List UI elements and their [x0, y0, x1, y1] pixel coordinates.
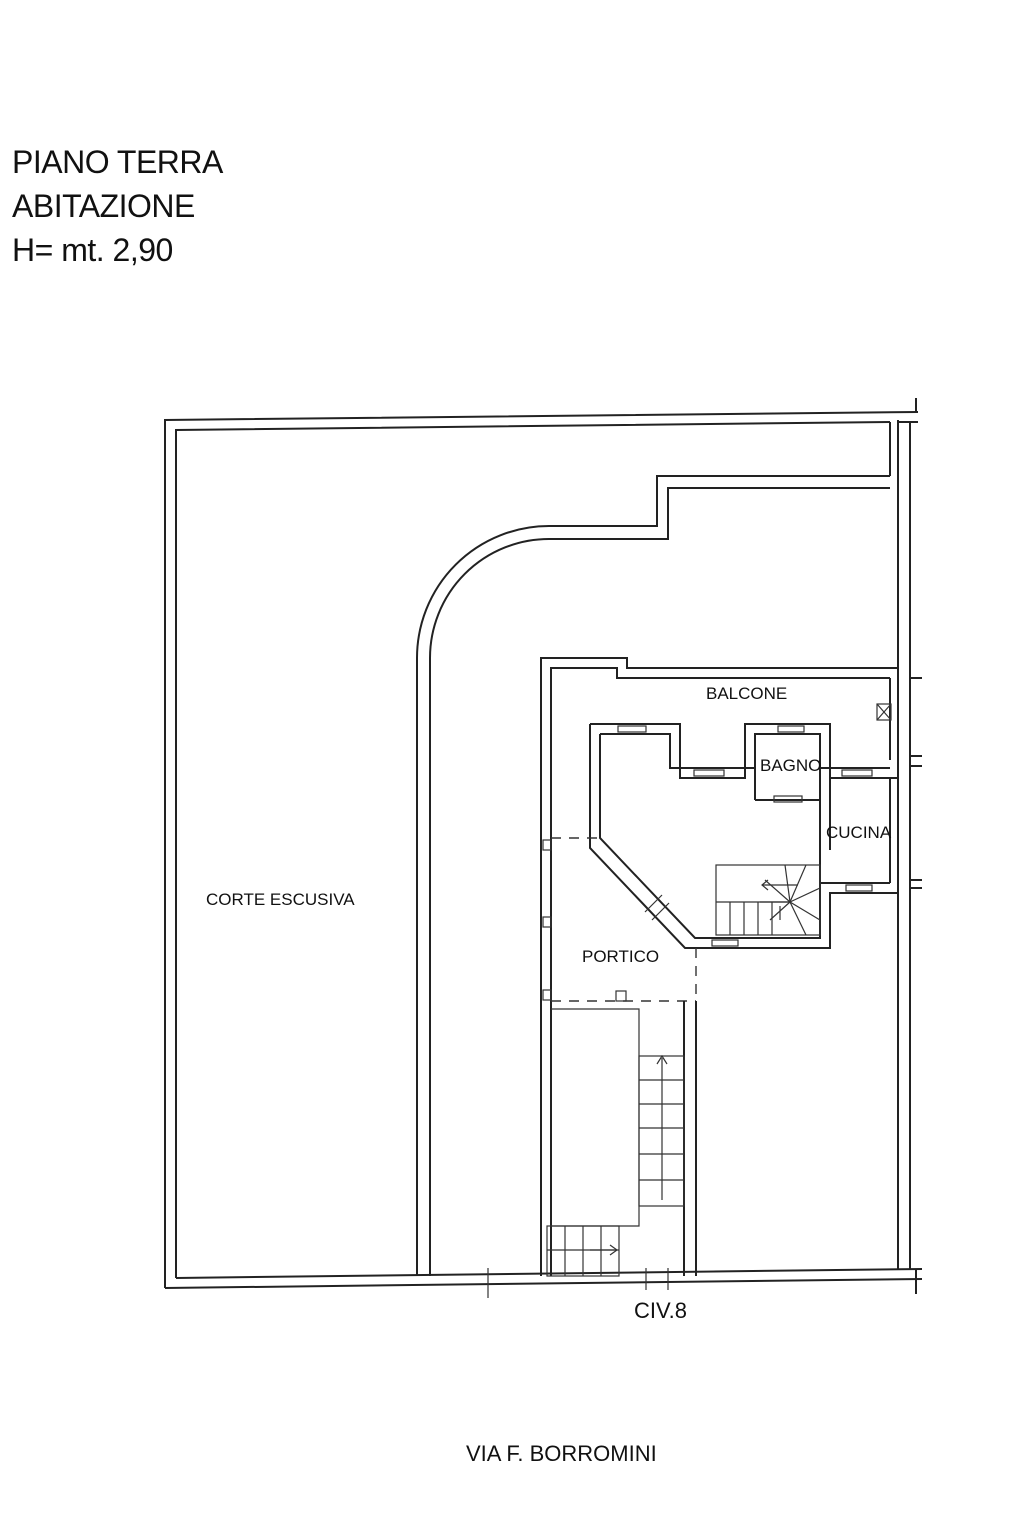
street-name: VIA F. BORROMINI: [466, 1441, 657, 1466]
stair-arrow: [761, 879, 798, 920]
label-bagno: BAGNO: [760, 756, 821, 775]
label-corte: CORTE ESCUSIVA: [206, 890, 355, 909]
house-walls: [540, 657, 898, 1276]
curved-garden-wall: [416, 475, 890, 1276]
label-cucina: CUCINA: [826, 823, 892, 842]
drawing-header: PIANO TERRA ABITAZIONE H= mt. 2,90: [12, 140, 223, 272]
label-balcone: BALCONE: [706, 684, 787, 703]
external-staircase: [546, 1001, 697, 1277]
unit-type: ABITAZIONE: [12, 188, 195, 224]
lot-boundary: [164, 398, 923, 1294]
internal-staircase: [715, 864, 821, 936]
portico-boundaries: [542, 837, 697, 1002]
gate-marks: [487, 1268, 669, 1298]
civic-number: CIV.8: [634, 1298, 687, 1323]
label-portico: PORTICO: [582, 947, 659, 966]
window-marks: [617, 725, 873, 947]
floor-title: PIANO TERRA: [12, 144, 223, 180]
ceiling-height: H= mt. 2,90: [12, 232, 173, 268]
